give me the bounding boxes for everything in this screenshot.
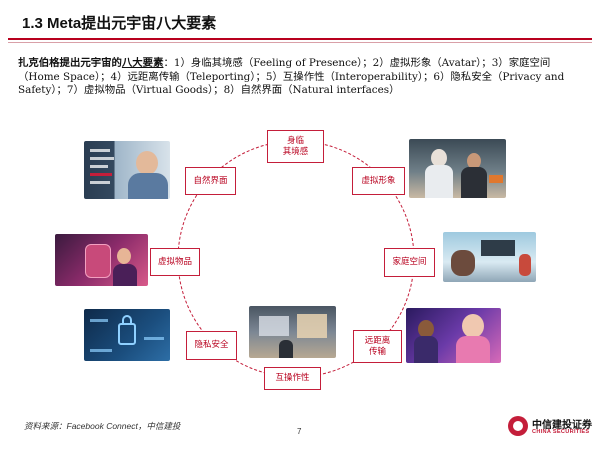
page-title-number: 1.3 Meta (22, 15, 82, 32)
intro-lead: 扎克伯格提出元宇宙的 (18, 57, 122, 69)
teleporting-photo (406, 308, 501, 363)
company-logo: 中信建投证券 CHINA SECURITIES (508, 414, 592, 442)
interoperability-photo (249, 306, 336, 358)
element-node-virtual-goods: 虚拟物品 (150, 248, 200, 276)
intro-paragraph: 扎克伯格提出元宇宙的八大要素：1）身临其境感（Feeling of Presen… (18, 57, 584, 98)
source-note: 资料来源：Facebook Connect，中信建投 (24, 421, 181, 431)
element-label: 家庭空间 (392, 257, 427, 267)
element-label: 互操作性 (275, 373, 310, 383)
element-node-home-space: 家庭空间 (384, 248, 435, 277)
element-node-interoperability: 互操作性 (264, 367, 321, 390)
element-node-presence: 身临 其境感 (267, 130, 324, 163)
element-label: 隐私安全 (194, 340, 229, 350)
element-node-privacy: 隐私安全 (186, 331, 237, 360)
element-label: 身临 其境感 (282, 135, 309, 157)
page-title-text: 提出元宇宙八大要素 (81, 14, 217, 32)
element-node-natural-interface: 自然界面 (185, 167, 236, 195)
element-label: 虚拟形象 (361, 175, 396, 186)
element-label: 远距离 传输 (364, 335, 391, 357)
privacy-safety-photo (84, 309, 170, 361)
element-node-avatar: 虚拟形象 (352, 167, 405, 195)
natural-interface-photo (84, 141, 170, 199)
element-label: 自然界面 (193, 175, 228, 186)
avatar-photo (409, 139, 506, 198)
intro-body: ：1）身临其境感（Feeling of Presence）；2）虚拟形象（Ava… (18, 57, 565, 97)
title-divider (8, 38, 592, 40)
logo-seal-icon (508, 416, 528, 436)
intro-emphasis: 八大要素 (121, 57, 164, 69)
home-space-photo (443, 232, 536, 282)
logo-cn-text: 中信建投证券 (532, 420, 592, 431)
virtual-goods-photo (55, 234, 148, 286)
page-number: 7 (297, 427, 302, 436)
element-node-teleporting: 远距离 传输 (353, 330, 402, 363)
element-label: 虚拟物品 (157, 256, 192, 267)
title-divider-thin (8, 42, 592, 43)
logo-en-text: CHINA SECURITIES (532, 429, 590, 435)
page-title: 1.3 Meta提出元宇宙八大要素 (22, 12, 216, 33)
